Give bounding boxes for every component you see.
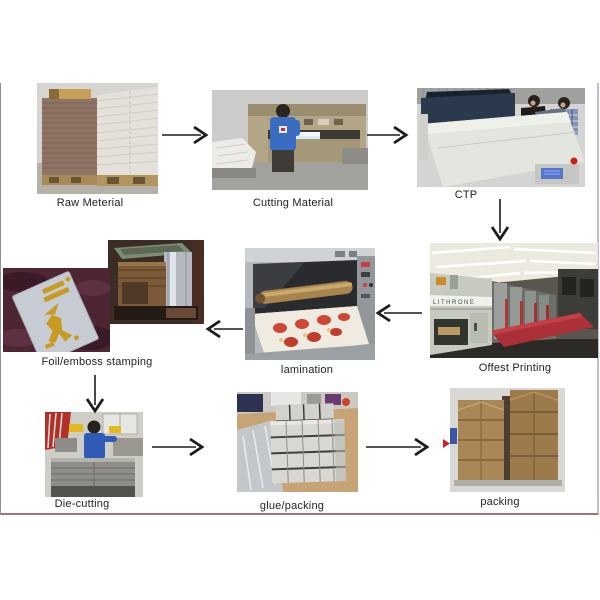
label-packing: packing bbox=[480, 496, 520, 508]
paper-stack-left bbox=[42, 89, 97, 175]
control-panel bbox=[535, 157, 579, 184]
arrow-lamination-to-foil bbox=[205, 319, 243, 339]
arrow-glue-to-packing bbox=[366, 437, 430, 457]
carton-bundles bbox=[270, 403, 347, 484]
stamping-machine-photo bbox=[108, 240, 204, 324]
label-die-cutting: Die-cutting bbox=[54, 498, 110, 510]
gold-foil-figure bbox=[44, 302, 79, 349]
label-ctp: CTP bbox=[454, 189, 478, 201]
lamination-machine-photo bbox=[245, 248, 375, 360]
arrow-foil-to-die bbox=[85, 375, 105, 414]
offset-press-photo: LITHRONE bbox=[430, 243, 598, 358]
packing-boxes-photo bbox=[450, 388, 565, 492]
red-pointer-marker bbox=[443, 439, 450, 448]
printed-sheets bbox=[251, 306, 369, 356]
arrow-cutting-to-ctp bbox=[367, 125, 409, 145]
die-cutting-photo bbox=[45, 412, 143, 497]
label-offset-printing: Offest Printing bbox=[478, 362, 552, 374]
paper-stack-right bbox=[96, 87, 158, 175]
white-cloth bbox=[212, 138, 256, 178]
label-lamination: lamination bbox=[280, 364, 334, 376]
label-foil-emboss-stamping: Foil/emboss stamping bbox=[41, 356, 153, 368]
page-frame bbox=[0, 83, 599, 515]
foil-stamped-cover-photo bbox=[3, 268, 110, 352]
raw-material-photo bbox=[37, 83, 158, 194]
steel-column bbox=[164, 252, 192, 308]
press-front-unit: LITHRONE bbox=[430, 273, 492, 355]
label-raw-material: Raw Meterial bbox=[56, 197, 124, 209]
ctp-machine-photo bbox=[417, 88, 585, 187]
plate-setter-unit bbox=[421, 89, 515, 124]
arrow-offset-to-lamination bbox=[375, 303, 422, 323]
laminating-roller bbox=[255, 280, 353, 304]
press-towers bbox=[490, 281, 594, 347]
worker-figure bbox=[84, 420, 117, 459]
worker-figure bbox=[270, 104, 300, 172]
arrow-ctp-to-offset bbox=[490, 199, 510, 242]
wooden-pallets bbox=[42, 175, 158, 186]
carton-tower-right bbox=[509, 390, 559, 480]
machine-brand-text: LITHRONE bbox=[433, 300, 475, 306]
label-glue-packing: glue/packing bbox=[259, 500, 325, 512]
book-cover bbox=[12, 271, 99, 352]
cardboard-stack bbox=[51, 458, 135, 497]
arrow-raw-to-cutting bbox=[162, 125, 209, 145]
carton-tower-left bbox=[457, 400, 505, 480]
cutting-material-photo bbox=[212, 90, 368, 190]
label-cutting-material: Cutting Material bbox=[252, 197, 334, 209]
arrow-die-to-glue bbox=[152, 437, 205, 457]
rusty-body bbox=[118, 262, 166, 306]
glue-packing-photo bbox=[237, 392, 358, 492]
